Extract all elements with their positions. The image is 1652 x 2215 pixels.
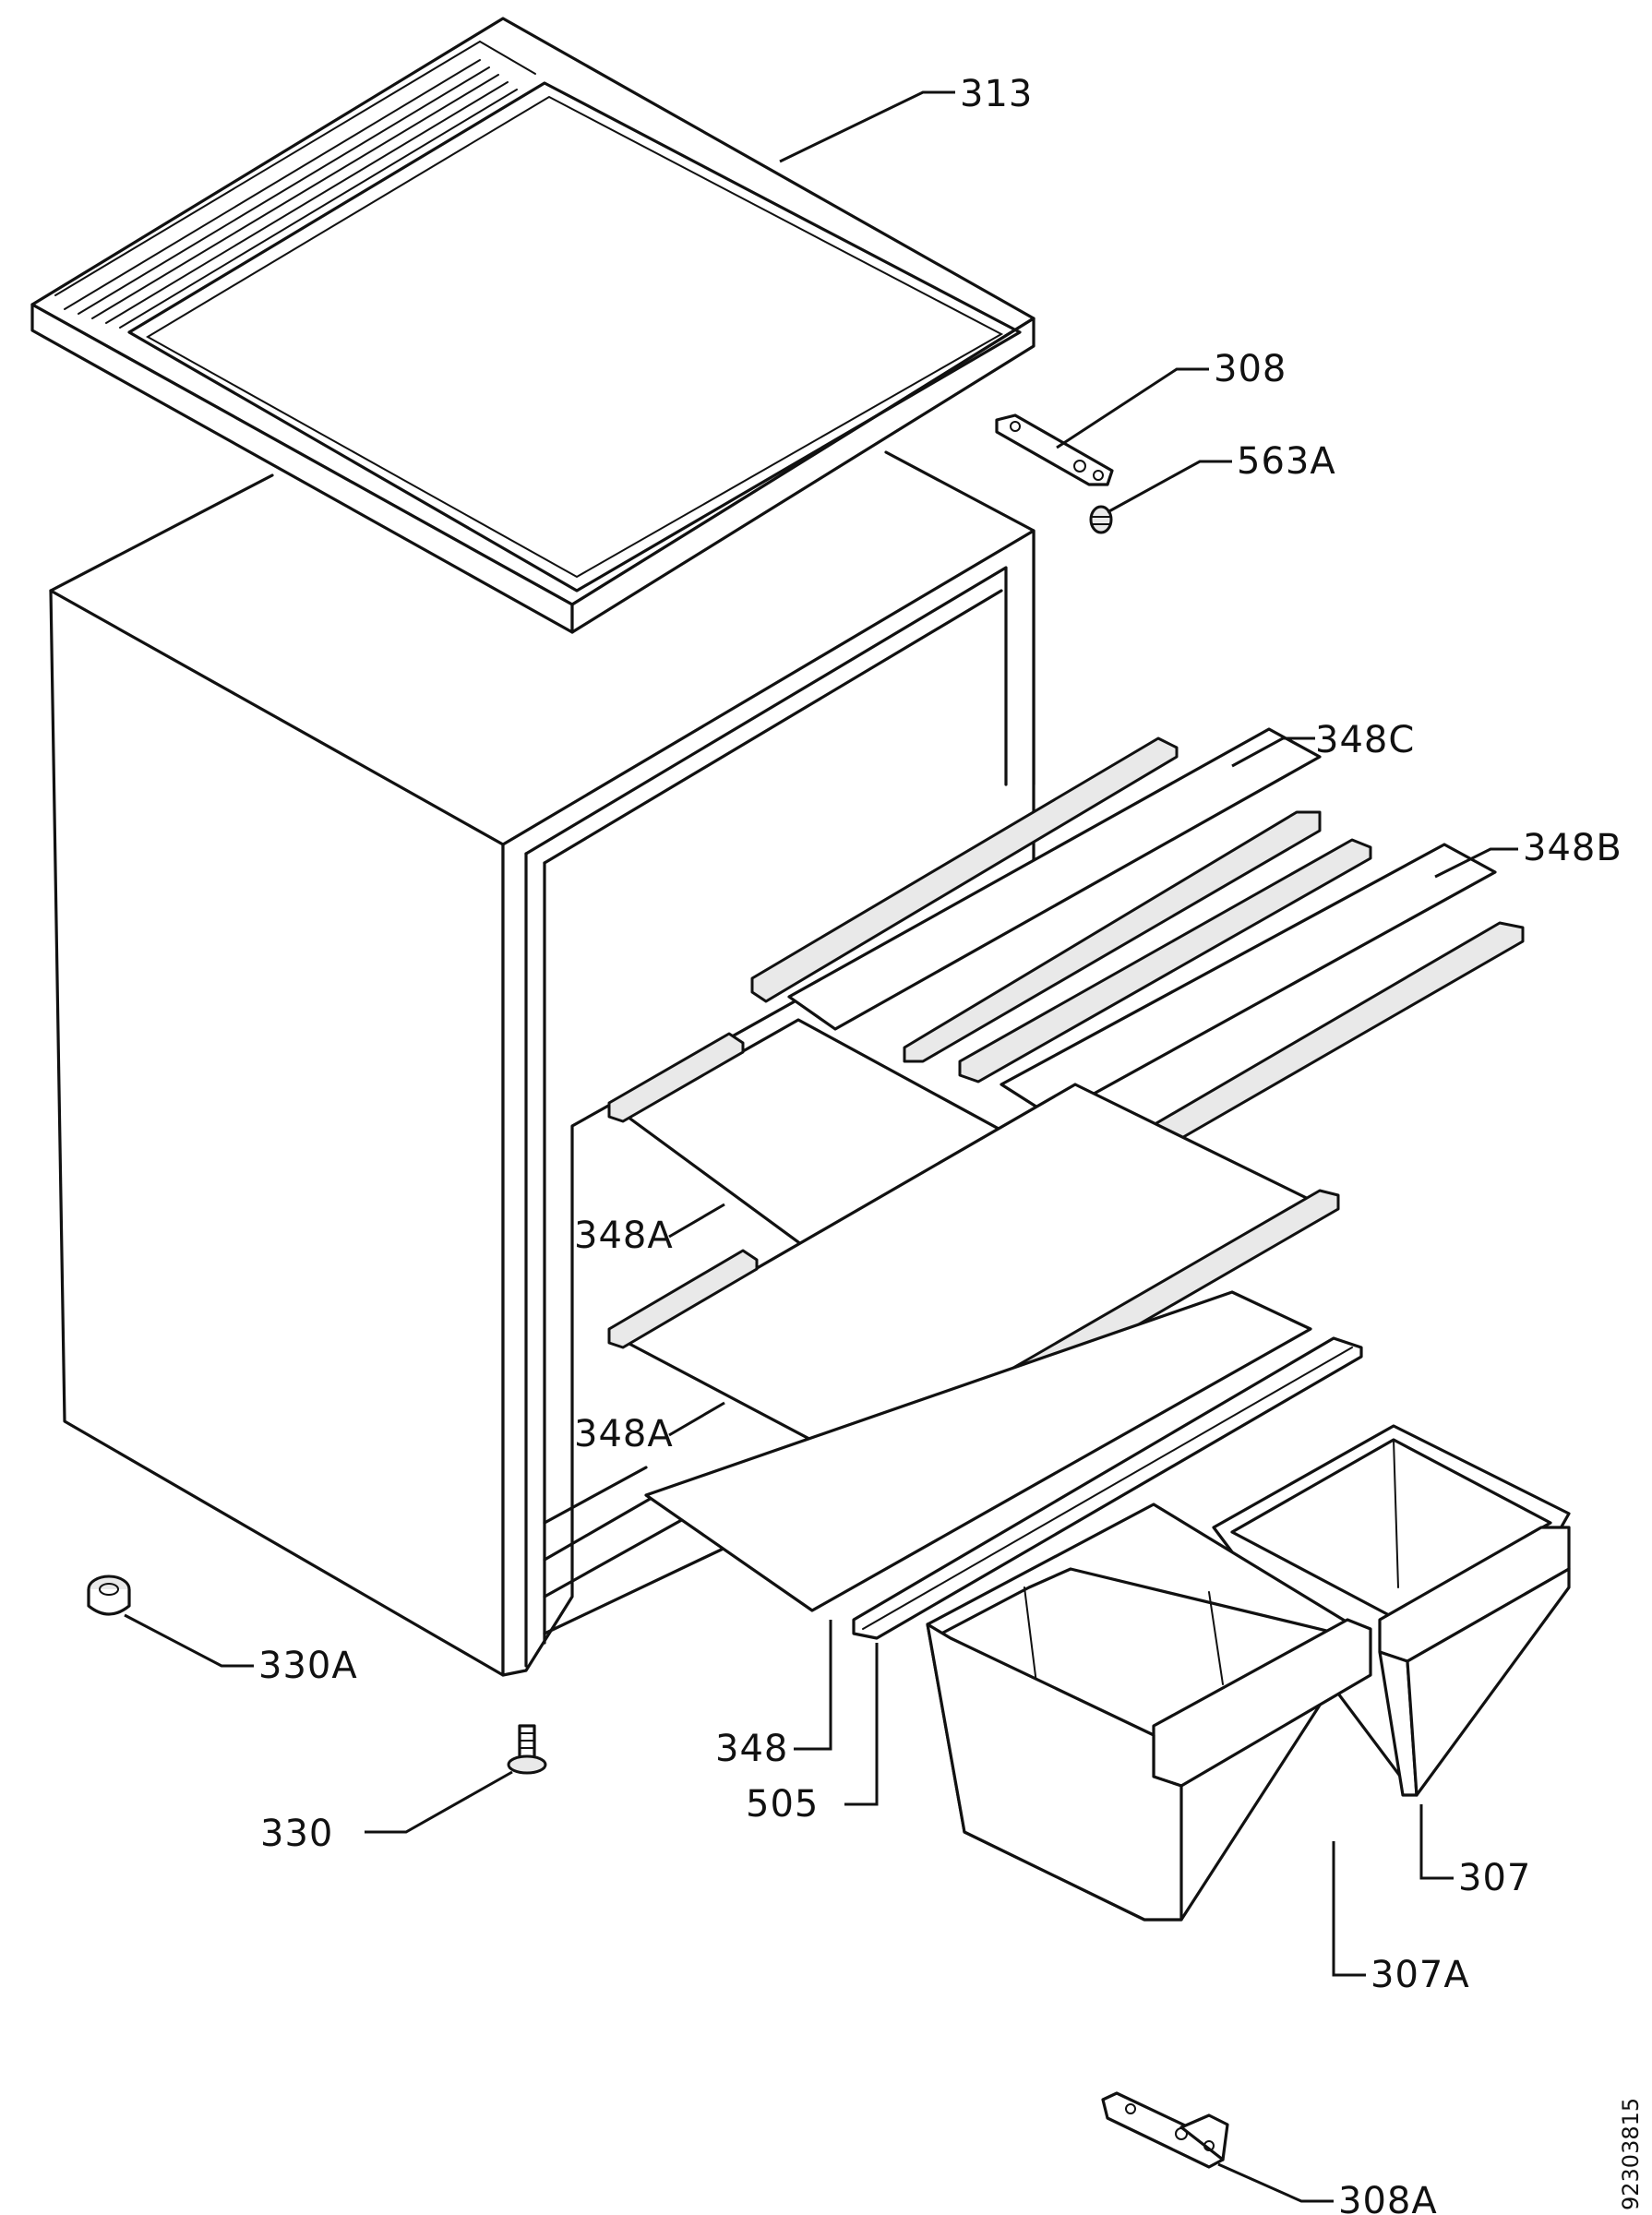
label-330: 330 (260, 1813, 333, 1855)
glass-shelf-348 (644, 1290, 1312, 1612)
crisper-drawer-307 (1212, 1424, 1571, 1797)
label-308A: 308A (1338, 2180, 1438, 2215)
label-348: 348 (715, 1728, 788, 1770)
crisper-drawer-307A (926, 1503, 1372, 1922)
label-348A-lower: 348A (574, 1413, 674, 1455)
cabinet-body (49, 450, 1035, 1677)
hinge-bracket-top (995, 413, 1114, 486)
label-348B: 348B (1523, 827, 1622, 869)
label-505: 505 (746, 1783, 819, 1826)
hinge-screw (1089, 505, 1113, 534)
top-cover (30, 17, 1035, 634)
label-307: 307 (1458, 1857, 1531, 1899)
adjustable-foot-cap (87, 1574, 131, 1616)
shelf-348B (958, 838, 1525, 1169)
part-labels: 313 308 563A 348C 348B 348A 348A 330A 34… (258, 73, 1622, 2215)
label-313: 313 (960, 73, 1033, 115)
vent-grille (54, 41, 536, 329)
shelf-348C (750, 727, 1322, 1063)
label-308: 308 (1214, 348, 1287, 390)
label-348C: 348C (1315, 719, 1415, 761)
hinge-bracket-bottom (1101, 2091, 1229, 2169)
label-307A: 307A (1371, 1954, 1470, 1996)
leader-lines (124, 90, 1518, 2203)
label-563A: 563A (1237, 440, 1336, 483)
label-348A-upper: 348A (574, 1215, 674, 1257)
label-330A: 330A (258, 1645, 358, 1687)
trim-strip-505 (852, 1336, 1363, 1640)
document-number: 92303815 (1618, 2098, 1644, 2210)
adjustable-foot-screw (507, 1724, 547, 1775)
